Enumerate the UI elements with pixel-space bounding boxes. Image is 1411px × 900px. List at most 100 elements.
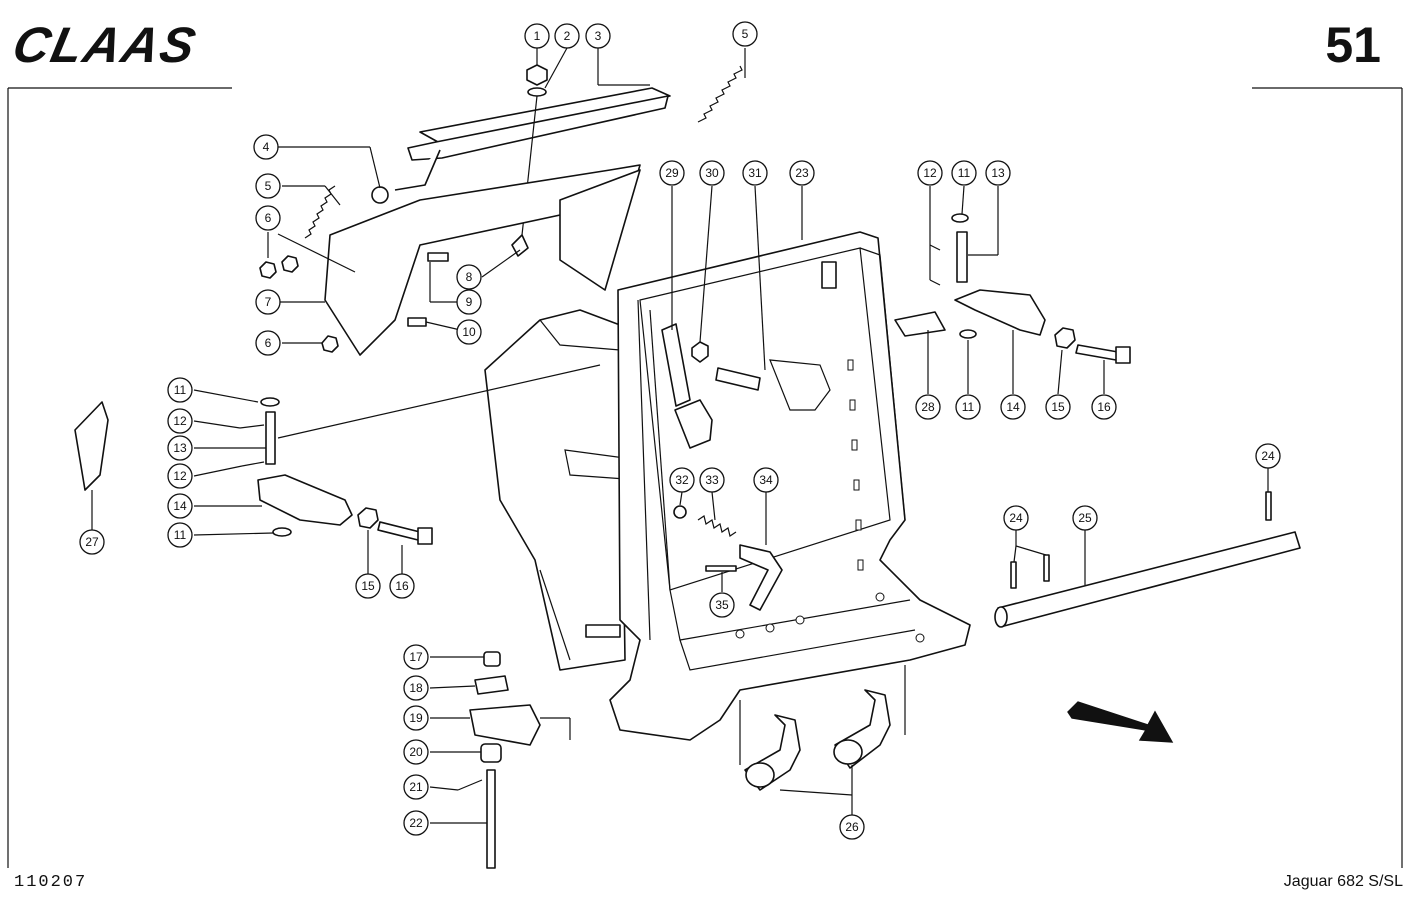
- part-screw-8: [511, 234, 529, 257]
- svg-text:24: 24: [1261, 449, 1275, 463]
- part-bolt-16b: [1075, 344, 1119, 361]
- part-spring-left: [304, 185, 336, 239]
- callout-26: 26: [839, 814, 865, 840]
- svg-text:18: 18: [409, 681, 423, 695]
- callout-5-top: 5: [732, 21, 758, 47]
- callout-30: 30: [699, 160, 725, 186]
- part-cap-17: [483, 651, 501, 667]
- callout-13-left: 13: [167, 435, 193, 461]
- part-washer-11a: [260, 397, 280, 407]
- svg-text:5: 5: [265, 179, 272, 193]
- callout-27: 27: [79, 529, 105, 555]
- callout-8: 8: [456, 264, 482, 290]
- svg-text:9: 9: [466, 295, 473, 309]
- callout-7: 7: [255, 289, 281, 315]
- callout-15-left: 15: [355, 573, 381, 599]
- svg-text:33: 33: [705, 473, 719, 487]
- drawing-number: 110207: [14, 873, 88, 892]
- svg-text:16: 16: [1097, 400, 1111, 414]
- callout-4: 4: [253, 134, 279, 160]
- svg-text:6: 6: [265, 336, 272, 350]
- svg-text:8: 8: [466, 270, 473, 284]
- part-bolt-22: [486, 769, 496, 869]
- callout-12-left-top: 12: [167, 408, 193, 434]
- part-hinge-14b: [954, 289, 1046, 336]
- callout-28: 28: [915, 394, 941, 420]
- callout-21: 21: [403, 774, 429, 800]
- callout-9: 9: [456, 289, 482, 315]
- part-bracket-19: [469, 704, 541, 746]
- callout-12-right: 12: [917, 160, 943, 186]
- part-hinge-14a: [257, 474, 353, 526]
- callout-6-bottom: 6: [255, 330, 281, 356]
- svg-text:22: 22: [409, 816, 423, 830]
- svg-text:12: 12: [923, 166, 937, 180]
- callout-15-right: 15: [1045, 394, 1071, 420]
- callout-2: 2: [554, 23, 580, 49]
- svg-text:21: 21: [409, 780, 423, 794]
- part-pin-24a: [1265, 491, 1272, 521]
- callout-16-left: 16: [389, 573, 415, 599]
- part-nut-6c: [321, 335, 339, 353]
- svg-text:23: 23: [795, 166, 809, 180]
- callout-19: 19: [403, 705, 429, 731]
- callout-20: 20: [403, 739, 429, 765]
- part-side-cover: [484, 309, 626, 671]
- callout-11-right-bottom: 11: [955, 394, 981, 420]
- callout-29: 29: [659, 160, 685, 186]
- svg-text:4: 4: [263, 140, 270, 154]
- svg-text:2: 2: [564, 29, 571, 43]
- part-bracket-top: [419, 87, 671, 143]
- page-number: 51: [1325, 17, 1381, 73]
- part-pin-24c: [1043, 554, 1050, 582]
- part-washer-11c: [951, 213, 969, 223]
- part-pin-24b: [1010, 561, 1017, 589]
- svg-text:1: 1: [534, 29, 541, 43]
- callout-24-right: 24: [1255, 443, 1281, 469]
- callout-14-right: 14: [1000, 394, 1026, 420]
- callout-17: 17: [403, 644, 429, 670]
- part-bolt-9: [427, 252, 449, 262]
- svg-text:19: 19: [409, 711, 423, 725]
- part-washer-2: [527, 87, 547, 97]
- svg-text:13: 13: [173, 441, 187, 455]
- svg-text:32: 32: [675, 473, 689, 487]
- svg-text:14: 14: [1006, 400, 1020, 414]
- svg-text:26: 26: [845, 820, 859, 834]
- callout-14-left: 14: [167, 493, 193, 519]
- part-bolt-31: [715, 367, 761, 391]
- callout-10: 10: [456, 319, 482, 345]
- callout-3: 3: [585, 23, 611, 49]
- model-name: Jaguar 682 S/SL: [1283, 873, 1403, 890]
- callout-13-right: 13: [985, 160, 1011, 186]
- part-washer-11d: [959, 329, 977, 339]
- svg-text:11: 11: [962, 400, 975, 414]
- svg-text:5: 5: [742, 27, 749, 41]
- part-bolt-10: [407, 317, 427, 327]
- svg-text:17: 17: [409, 650, 423, 664]
- part-nut-15b: [1054, 327, 1076, 349]
- part-washer-11b: [272, 527, 292, 537]
- callout-11-right-top: 11: [951, 160, 977, 186]
- part-plate-28: [894, 311, 946, 337]
- part-lever-29: [661, 323, 691, 407]
- callout-18: 18: [403, 675, 429, 701]
- callout-11-left-bottom: 11: [167, 522, 193, 548]
- part-pin-13a: [265, 411, 276, 465]
- svg-text:25: 25: [1078, 511, 1092, 525]
- part-bracket-27: [74, 401, 109, 491]
- callout-35: 35: [709, 592, 735, 618]
- callout-34: 34: [753, 467, 779, 493]
- svg-text:10: 10: [462, 325, 476, 339]
- svg-text:12: 12: [173, 414, 187, 428]
- part-nut-6a: [259, 261, 277, 279]
- svg-text:15: 15: [1051, 400, 1065, 414]
- callout-11-left-top: 11: [167, 377, 193, 403]
- svg-text:27: 27: [85, 535, 99, 549]
- svg-text:29: 29: [665, 166, 679, 180]
- svg-text:35: 35: [715, 598, 729, 612]
- svg-text:24: 24: [1009, 511, 1023, 525]
- svg-text:11: 11: [174, 383, 187, 397]
- part-bush-20: [480, 743, 502, 763]
